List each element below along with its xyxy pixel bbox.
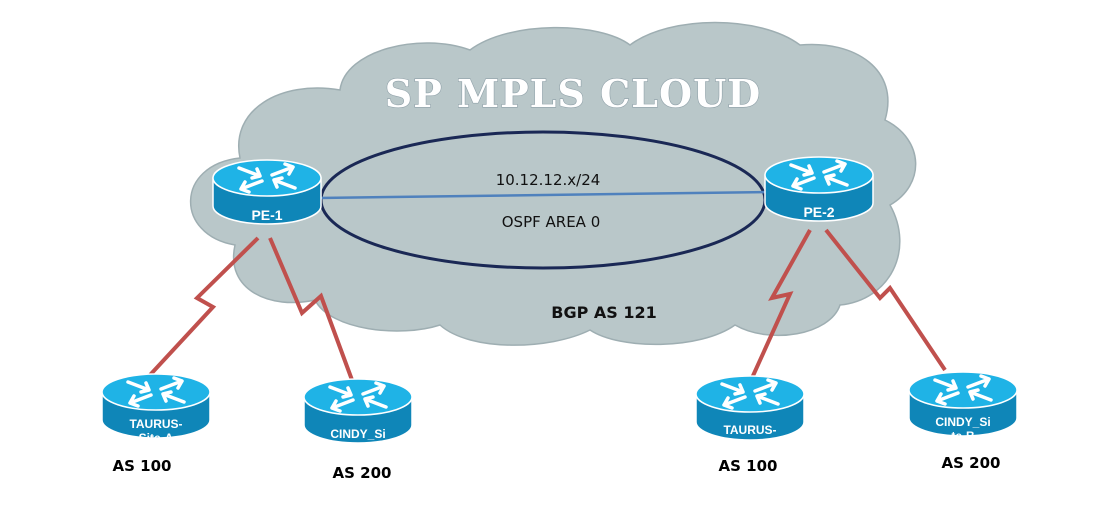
router-cindy-site-a-label-1: CINDY_Si	[330, 427, 385, 441]
router-pe-2[interactable]: PE-2	[763, 155, 875, 223]
link-pe2-taurus-b	[750, 229, 812, 379]
link-pe1-cindy-a	[268, 237, 354, 381]
core-subnet-label: 10.12.12.x/24	[496, 171, 601, 189]
access-links	[148, 228, 947, 381]
router-cindy-site-a-label-2: te-A	[346, 441, 370, 455]
ospf-area-label: OSPF AREA 0	[502, 213, 601, 231]
cloud-shape	[189, 21, 917, 346]
as-label-taurus-b: AS 100	[719, 457, 778, 475]
router-taurus-site-a[interactable]: TAURUS- Site-A	[100, 372, 212, 445]
link-pe2-cindy-b	[824, 228, 947, 372]
as-label-taurus-a: AS 100	[113, 457, 172, 475]
router-cindy-site-b[interactable]: CINDY_Si te-B	[907, 370, 1019, 443]
router-cindy-site-a[interactable]: CINDY_Si te-A	[302, 377, 414, 455]
link-pe1-taurus-a	[148, 236, 260, 377]
router-taurus-site-b-label-2: Site-B	[733, 437, 768, 451]
router-cindy-site-b-label-1: CINDY_Si	[935, 415, 990, 429]
as-label-cindy-b: AS 200	[942, 454, 1001, 472]
pe1-pe2-link	[317, 190, 773, 200]
router-pe-1[interactable]: PE-1	[211, 158, 323, 226]
sp-mpls-cloud: SP MPLS CLOUD	[189, 21, 917, 346]
as-label-cindy-a: AS 200	[333, 464, 392, 482]
router-taurus-site-a-label-2: Site-A	[139, 431, 174, 445]
router-taurus-site-b[interactable]: TAURUS- Site-B	[694, 374, 806, 451]
router-taurus-site-a-label-1: TAURUS-	[129, 417, 182, 431]
router-cindy-site-b-label-2: te-B	[951, 429, 975, 443]
cloud-title: SP MPLS CLOUD	[385, 71, 761, 116]
router-pe-1-label: PE-1	[251, 207, 282, 223]
bgp-as-label: BGP AS 121	[551, 303, 657, 322]
router-taurus-site-b-label-1: TAURUS-	[723, 423, 776, 437]
router-pe-2-label: PE-2	[803, 204, 834, 220]
